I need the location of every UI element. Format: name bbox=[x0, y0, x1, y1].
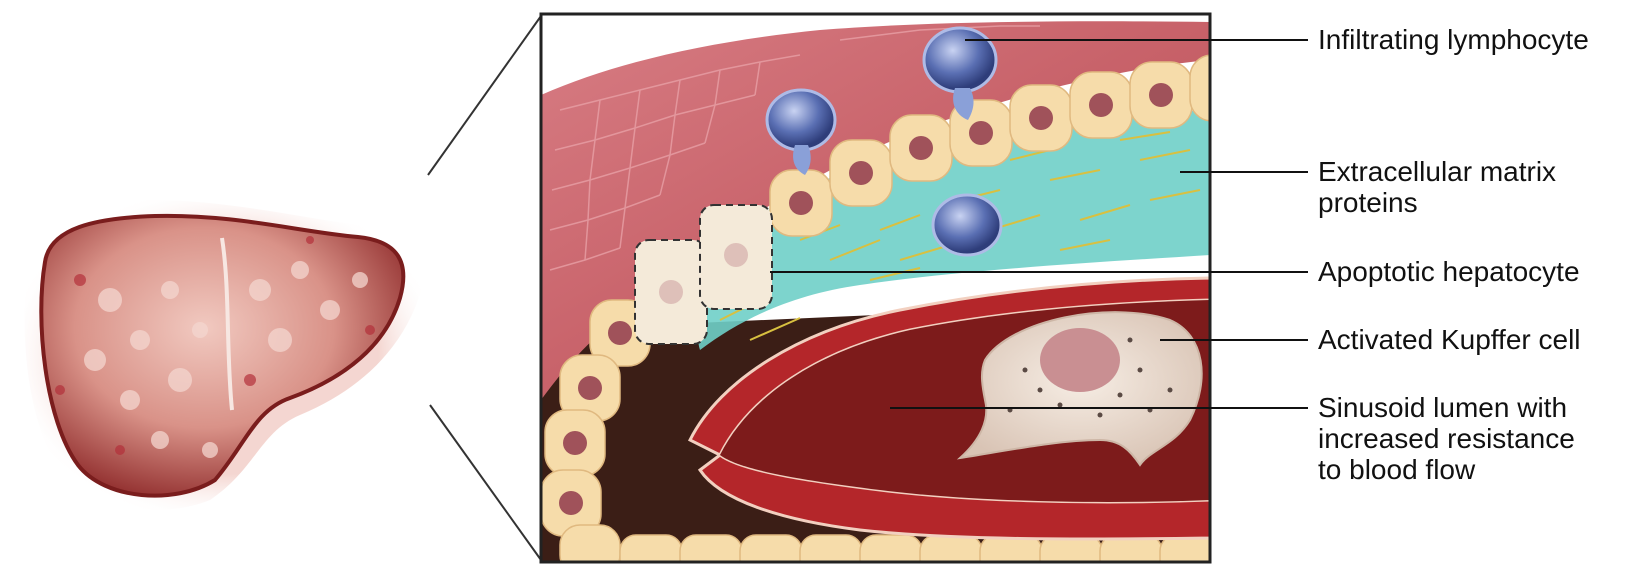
label-apoptotic-hepatocyte: Apoptotic hepatocyte bbox=[1318, 256, 1580, 287]
label-activated-kupffer-cell: Activated Kupffer cell bbox=[1318, 324, 1581, 355]
label-sinusoid-lumen: Sinusoid lumen with increased resistance… bbox=[1318, 392, 1575, 485]
label-extracellular-matrix: Extracellular matrix proteins bbox=[1318, 156, 1556, 218]
whole-liver-illustration bbox=[25, 200, 425, 510]
zoom-line-bottom bbox=[430, 405, 541, 560]
label-ecm-line1: Extracellular matrix bbox=[1318, 156, 1556, 187]
label-ecm-line2: proteins bbox=[1318, 187, 1556, 218]
label-sinusoid-line1: Sinusoid lumen with bbox=[1318, 392, 1575, 423]
tissue-cross-section bbox=[541, 14, 1252, 575]
label-sinusoid-line2: increased resistance bbox=[1318, 423, 1575, 454]
zoom-line-top bbox=[428, 16, 541, 175]
label-sinusoid-line3: to blood flow bbox=[1318, 454, 1575, 485]
label-infiltrating-lymphocyte: Infiltrating lymphocyte bbox=[1318, 24, 1589, 55]
